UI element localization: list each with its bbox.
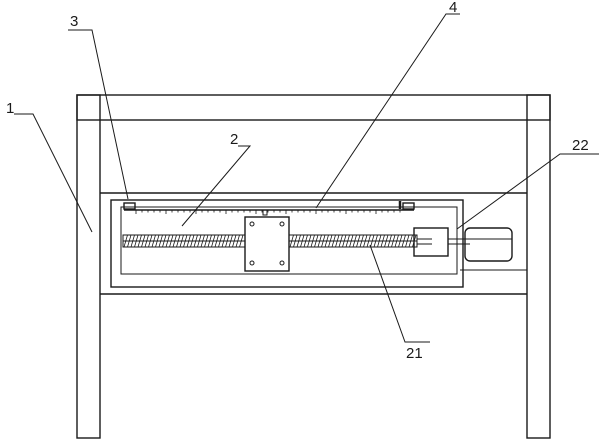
screw-thread [235, 234, 240, 248]
label-scale: 4 [449, 0, 457, 16]
screw-thread [370, 234, 375, 248]
screw-thread [349, 234, 354, 248]
screw-thread [186, 234, 191, 248]
screw-thread [338, 234, 343, 248]
screw-thread [197, 234, 202, 248]
screw-thread [380, 234, 385, 248]
screw-thread [134, 234, 139, 248]
lead-screw [122, 234, 418, 248]
screw-thread [328, 234, 333, 248]
screw-thread [179, 234, 184, 248]
screw-thread [137, 234, 142, 248]
screw-thread [377, 234, 382, 248]
screw-thread [324, 234, 329, 248]
screw-thread [211, 234, 216, 248]
limit-block-right [402, 202, 415, 210]
screw-thread [218, 234, 223, 248]
screw-thread [123, 234, 128, 248]
screw-thread [342, 234, 347, 248]
screw-thread [321, 234, 326, 248]
screw-thread [151, 234, 156, 248]
screw-thread [394, 234, 399, 248]
frame [76, 94, 551, 439]
screw-thread [141, 234, 146, 248]
screw-thread [398, 234, 403, 248]
screw-thread [293, 234, 298, 248]
screw-thread [148, 234, 153, 248]
screw-thread [165, 234, 170, 248]
screw-thread [193, 234, 198, 248]
screw-thread [183, 234, 188, 248]
limit-block-left [123, 202, 136, 210]
screw-thread [345, 234, 350, 248]
screw-thread [408, 234, 413, 248]
screw-thread [366, 234, 371, 248]
label-slide-body: 2 [230, 131, 238, 148]
screw-thread [239, 234, 244, 248]
screw-thread [289, 234, 294, 248]
screw-thread [221, 234, 226, 248]
leader-lines [14, 13, 599, 343]
screw-thread [310, 234, 315, 248]
screw-thread [384, 234, 389, 248]
label-frame: 1 [6, 100, 14, 117]
screw-thread [127, 234, 132, 248]
screw-thread [359, 234, 364, 248]
screw-thread [300, 234, 305, 248]
screw-thread [373, 234, 378, 248]
screw-thread [130, 234, 135, 248]
screw-thread [356, 234, 361, 248]
screw-thread [335, 234, 340, 248]
screw-thread [169, 234, 174, 248]
screw-thread [401, 234, 406, 248]
screw-thread [307, 234, 312, 248]
label-limit-block: 3 [70, 13, 78, 30]
screw-thread [317, 234, 322, 248]
screw-thread [296, 234, 301, 248]
screw-thread [232, 234, 237, 248]
screw-thread [228, 234, 233, 248]
screw-thread [314, 234, 319, 248]
screw-thread [391, 234, 396, 248]
screw-thread [214, 234, 219, 248]
screw-thread [363, 234, 368, 248]
screw-thread [207, 234, 212, 248]
screw-thread [387, 234, 392, 248]
screw-thread [405, 234, 410, 248]
center-marker [262, 209, 268, 216]
scale-bar [124, 209, 414, 214]
screw-thread [204, 234, 209, 248]
coupling-box [413, 227, 449, 257]
screw-thread [144, 234, 149, 248]
screw-thread [303, 234, 308, 248]
screw-thread [172, 234, 177, 248]
screw-thread [155, 234, 160, 248]
screw-thread [200, 234, 205, 248]
screw-thread [225, 234, 230, 248]
screw-thread [190, 234, 195, 248]
label-lead-screw: 21 [406, 345, 423, 362]
screw-thread [331, 234, 336, 248]
screw-thread [158, 234, 163, 248]
screw-thread [162, 234, 167, 248]
screw-thread [176, 234, 181, 248]
label-motor: 22 [572, 137, 589, 154]
motor [448, 227, 513, 262]
slider-plate [244, 216, 290, 272]
screw-thread [352, 234, 357, 248]
